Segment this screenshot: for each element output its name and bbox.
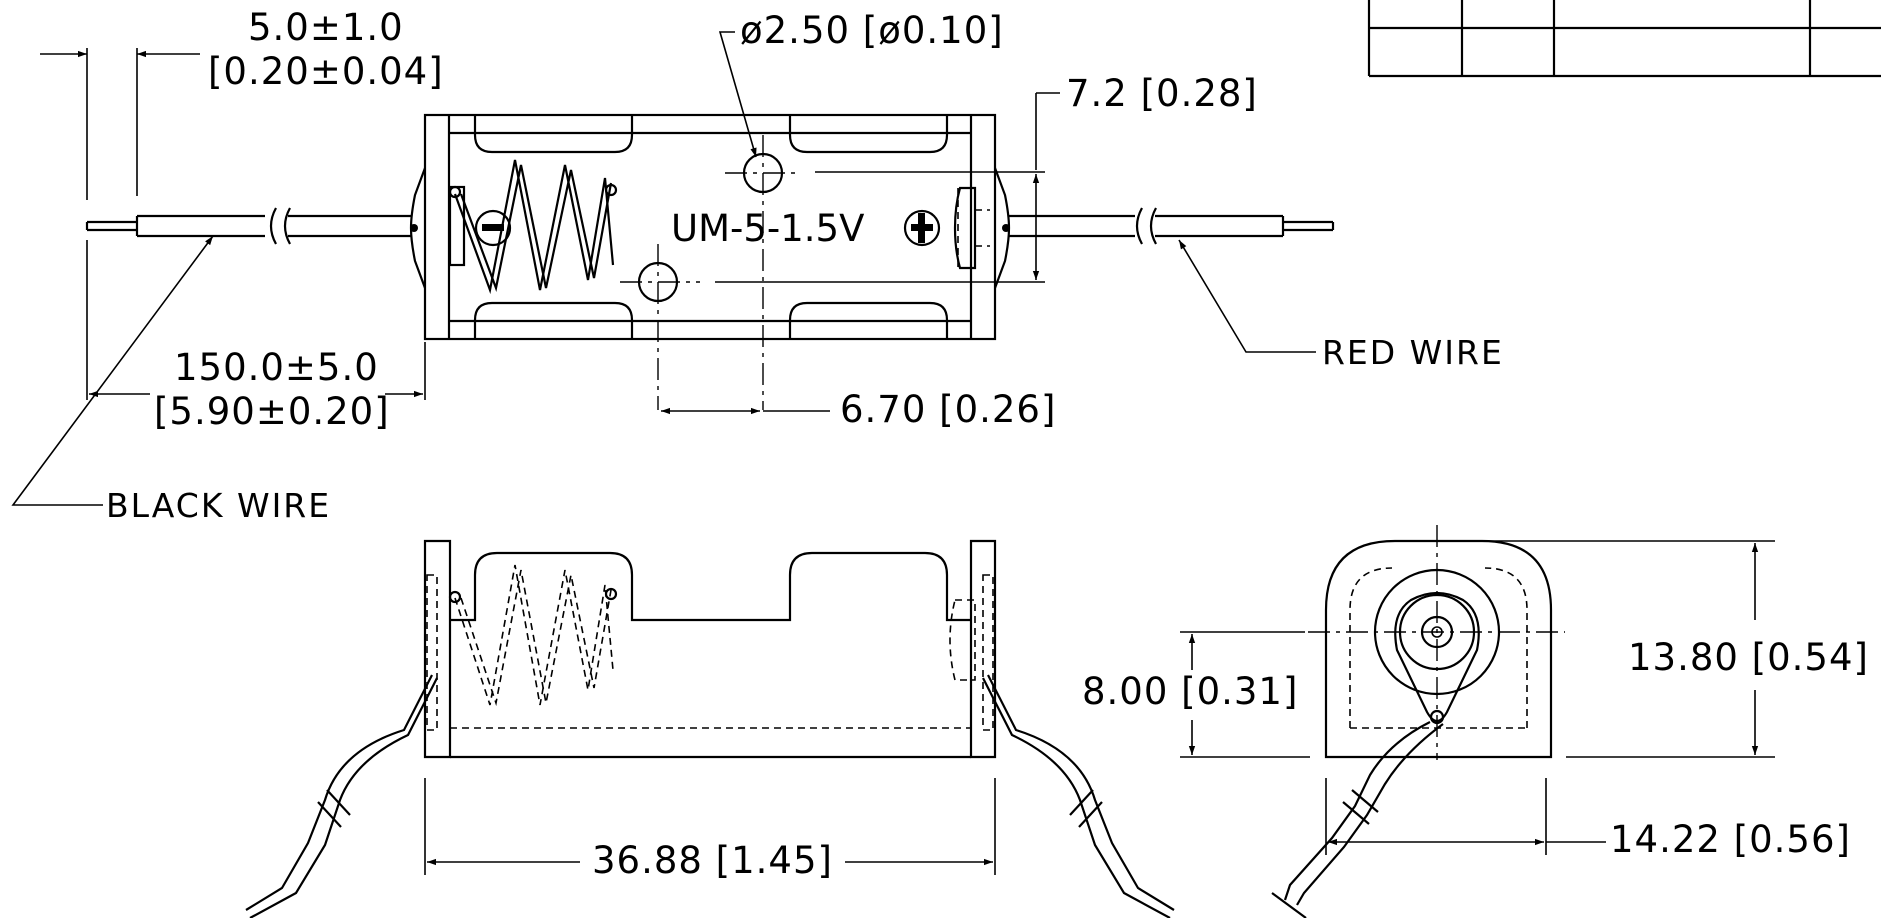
negative-terminal-icon (474, 209, 512, 247)
top-view: UM-5-1.5V (85, 113, 1335, 410)
overall-height-dim: 13.80 [0.54] (1628, 636, 1869, 679)
black-wire-note: BLACK WIRE (106, 486, 331, 525)
red-wire-note: RED WIRE (1322, 333, 1504, 372)
strip-length-in-dim: [0.20±0.04] (208, 50, 444, 93)
terminal-height-dim: 7.2 [0.28] (1066, 72, 1258, 115)
wire-length-in-dim: [5.90±0.20] (154, 390, 390, 433)
title-block (1367, 0, 1881, 78)
positive-terminal-icon (903, 209, 941, 247)
front-view-dimensions: 36.88 [1.45] (424, 778, 996, 882)
width-dim: 14.22 [0.56] (1610, 818, 1851, 861)
side-view (1271, 525, 1565, 918)
top-view-dimensions: 5.0±1.0 [0.20±0.04] ø2.50 [ø0.10] 7.2 [0… (11, 6, 1504, 525)
model-label: UM-5-1.5V (671, 207, 864, 250)
side-view-dimensions: 8.00 [0.31] 13.80 [0.54] 14.22 [0.56] (1082, 540, 1869, 861)
wire-length-mm-dim: 150.0±5.0 (174, 346, 379, 389)
hole-spacing-dim: 6.70 [0.26] (840, 388, 1056, 431)
strip-length-mm-dim: 5.0±1.0 (248, 6, 404, 49)
hole-diameter-dim: ø2.50 [ø0.10] (740, 9, 1004, 52)
body-length-dim: 36.88 [1.45] (592, 839, 833, 882)
pcb-height-dim: 8.00 [0.31] (1082, 670, 1298, 713)
front-view (245, 539, 1175, 918)
